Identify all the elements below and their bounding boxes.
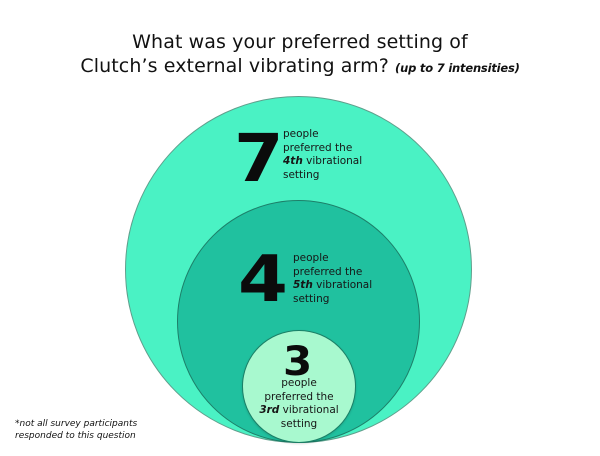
label-text: vibrational — [279, 404, 339, 417]
circle-3rd-setting — [242, 330, 356, 443]
setting-ordinal: 5th — [293, 279, 313, 292]
label-line: 3rd vibrational — [248, 404, 350, 418]
chart-title: What was your preferred setting of Clutc… — [0, 30, 600, 80]
label-line: preferred the — [283, 141, 353, 154]
label-line: people — [293, 252, 329, 264]
title-note: (up to 7 intensities) — [395, 61, 520, 75]
label-line: preferred the — [264, 390, 334, 403]
label-5th-setting: people preferred the 5th vibrational set… — [293, 252, 372, 306]
title-line-1: What was your preferred setting of — [132, 31, 468, 53]
footnote-line-2: responded to this question — [15, 431, 136, 441]
label-line: setting — [283, 168, 320, 181]
label-text: vibrational — [312, 279, 373, 292]
label-line: preferred the — [293, 265, 363, 278]
label-line: people — [281, 377, 317, 389]
count-3rd-setting: 3 — [283, 339, 313, 385]
setting-ordinal: 4th — [283, 155, 303, 168]
label-line: setting — [280, 417, 318, 430]
footnote: *not all survey participants responded t… — [15, 418, 137, 442]
label-4th-setting: people preferred the 4th vibrational set… — [283, 128, 362, 182]
label-line: 5th vibrational — [293, 279, 372, 293]
label-line: 4th vibrational — [283, 155, 362, 169]
label-line: setting — [293, 292, 330, 305]
label-text: vibrational — [302, 155, 363, 168]
count-4th-setting: 7 — [234, 120, 284, 197]
count-5th-setting: 4 — [238, 243, 288, 317]
label-line: people — [283, 128, 319, 140]
title-question: Clutch’s external vibrating arm? — [80, 55, 389, 77]
title-line-2: Clutch’s external vibrating arm? (up to … — [0, 54, 600, 80]
setting-ordinal: 3rd — [259, 404, 280, 417]
label-3rd-setting: people preferred the 3rd vibrational set… — [248, 377, 350, 431]
footnote-line-1: *not all survey participants — [15, 419, 138, 429]
